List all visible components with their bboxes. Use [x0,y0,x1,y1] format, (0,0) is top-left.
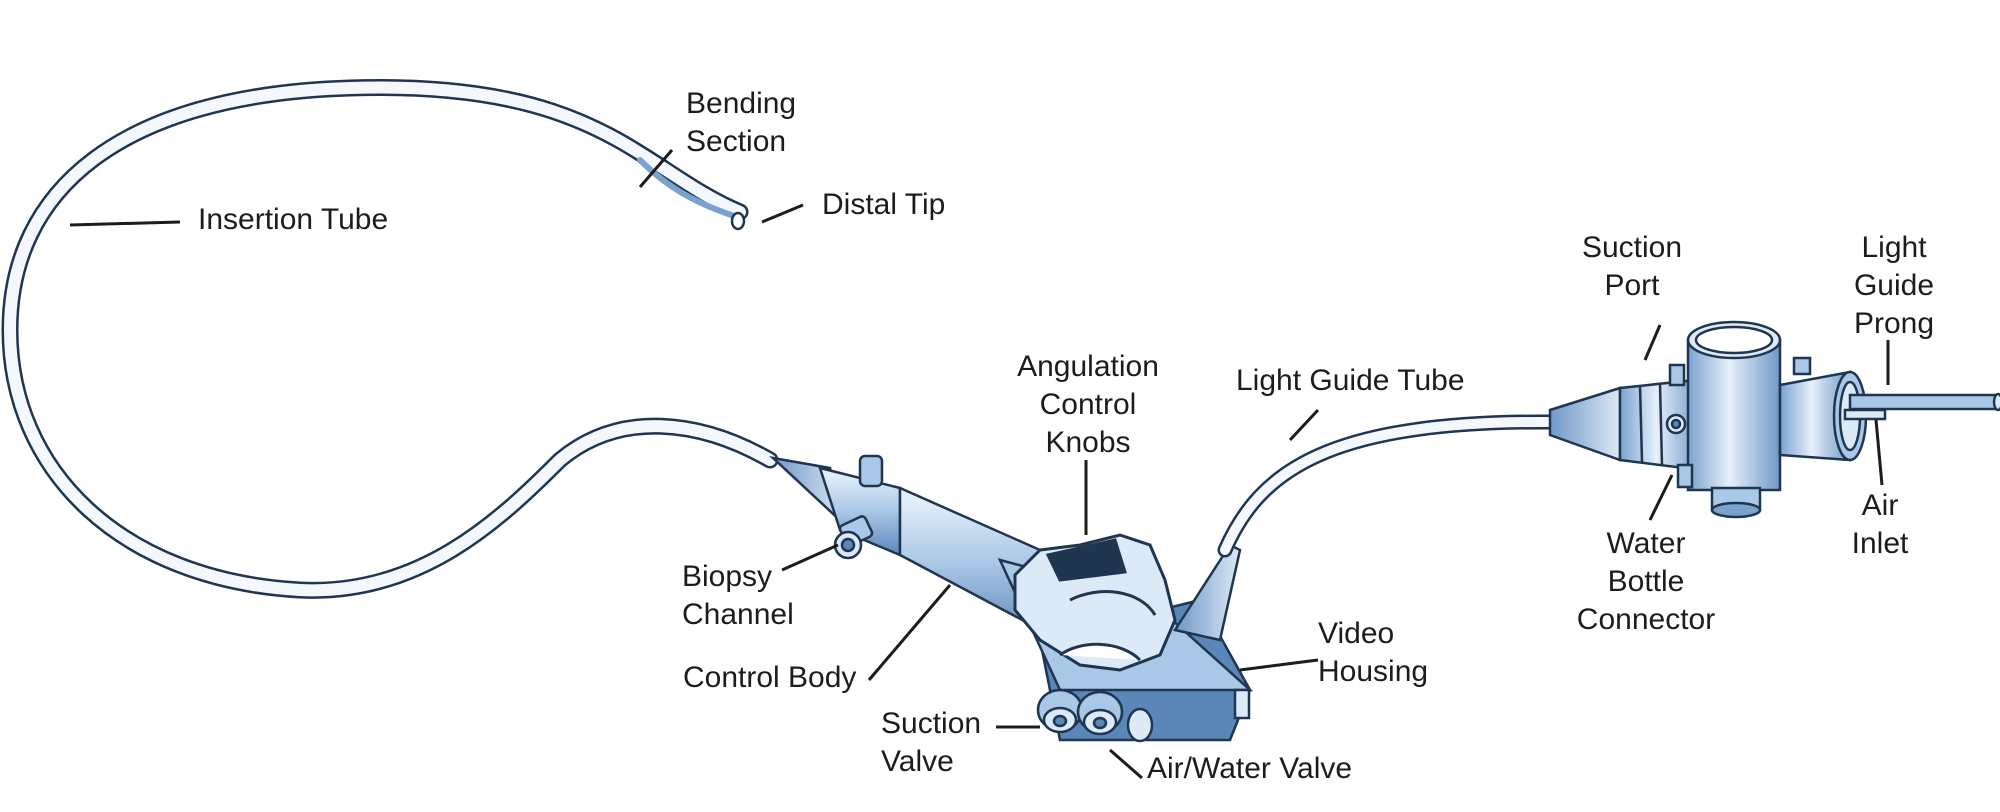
label-suction-port: Suction Port [1581,231,1683,302]
label-biopsy-channel: Biopsy Channel [682,560,794,631]
air-water-valve [1076,690,1154,743]
distal-tip [730,211,746,231]
label-angulation-control-knobs: Angulation Control Knobs [1017,350,1159,459]
label-control-body: Control Body [683,661,857,694]
leader-lines [69,149,1890,780]
label-light-guide-tube: Light Guide Tube [1236,364,1465,397]
label-video-housing: Video Housing [1318,617,1429,688]
label-suction-valve: Suction Valve [881,707,982,778]
insertion-tube [1,79,779,599]
label-bending-section: Bending Section [686,87,797,158]
label-air-inlet: Air Inlet [1851,489,1909,560]
label-light-guide-prong: Light Guide Prong [1853,231,1935,340]
label-air-water-valve: Air/Water Valve [1147,752,1353,785]
light-guide-connector [1548,320,2000,519]
light-guide-tube [1217,414,1563,558]
label-water-bottle-connector: Water Bottle Connector [1576,527,1716,636]
suction-valve [1036,688,1084,734]
label-distal-tip: Distal Tip [822,188,946,221]
angulation-control-knobs [1013,533,1177,672]
label-insertion-tube: Insertion Tube [198,203,389,236]
